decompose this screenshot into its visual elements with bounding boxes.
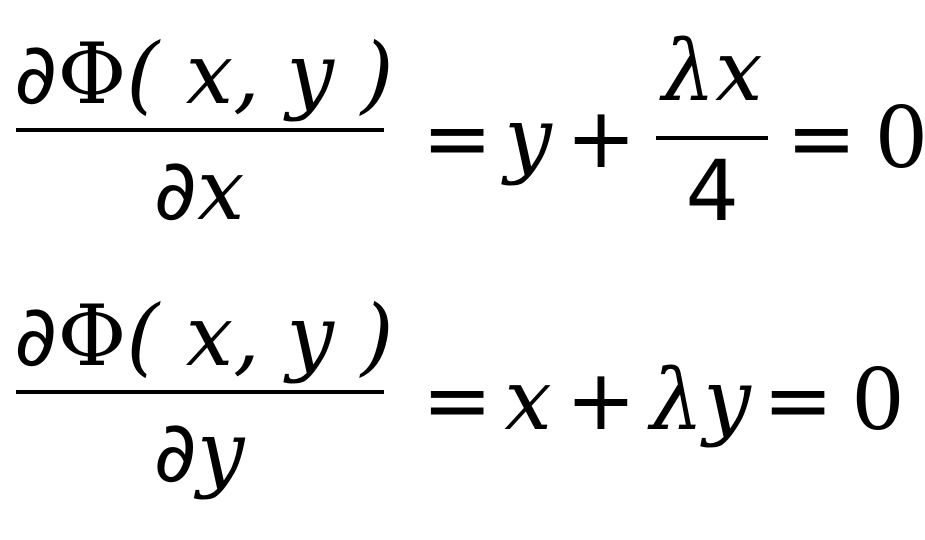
partial-derivative-fraction-y: ∂Φ( x, y ) ∂y	[14, 262, 394, 522]
right-hand-side: = y + λx 4 = 0	[410, 29, 925, 233]
fraction-numerator: ∂Φ( x, y )	[14, 32, 394, 116]
fraction-denominator: ∂x	[14, 148, 384, 232]
fraction-bar	[16, 390, 384, 394]
term-variable: x	[504, 351, 552, 449]
lambda-y-term: λy	[650, 351, 751, 449]
partial-symbol: ∂	[14, 25, 58, 123]
equals-sign: =	[422, 89, 493, 187]
partial-symbol: ∂	[153, 141, 198, 239]
plus-sign: +	[565, 89, 637, 187]
zero-value: 0	[874, 89, 925, 187]
function-arguments: ( x, y )	[126, 25, 394, 123]
term-variable: y	[504, 89, 552, 187]
fraction-bar	[16, 128, 384, 132]
equation-partial-x: ∂Φ( x, y ) ∂x = y + λx 4 = 0	[14, 0, 925, 260]
equals-sign: =	[422, 351, 493, 449]
denominator-variable: y	[196, 403, 245, 501]
phi-function: Φ	[57, 287, 127, 385]
function-arguments: ( x, y )	[126, 287, 394, 385]
partial-derivative-fraction-x: ∂Φ( x, y ) ∂x	[14, 0, 394, 260]
zero-value: 0	[851, 351, 905, 449]
equals-sign-second: =	[762, 351, 834, 449]
partial-symbol: ∂	[14, 287, 58, 385]
equals-sign-second: =	[786, 89, 857, 187]
right-hand-side: = x + λy = 0	[410, 350, 905, 450]
fraction-numerator: ∂Φ( x, y )	[14, 294, 394, 378]
plus-sign: +	[565, 351, 637, 449]
subfraction-bar	[656, 136, 769, 140]
fraction-denominator: ∂y	[14, 410, 384, 494]
denominator-variable: x	[197, 141, 245, 239]
phi-function: Φ	[57, 25, 127, 123]
lambda-x-over-four-fraction: λx 4	[656, 22, 769, 253]
subfraction-numerator: λx	[661, 22, 763, 120]
subfraction-denominator: 4	[685, 142, 739, 240]
partial-symbol: ∂	[153, 403, 197, 501]
equation-partial-y: ∂Φ( x, y ) ∂y = x + λy = 0	[0, 262, 925, 532]
